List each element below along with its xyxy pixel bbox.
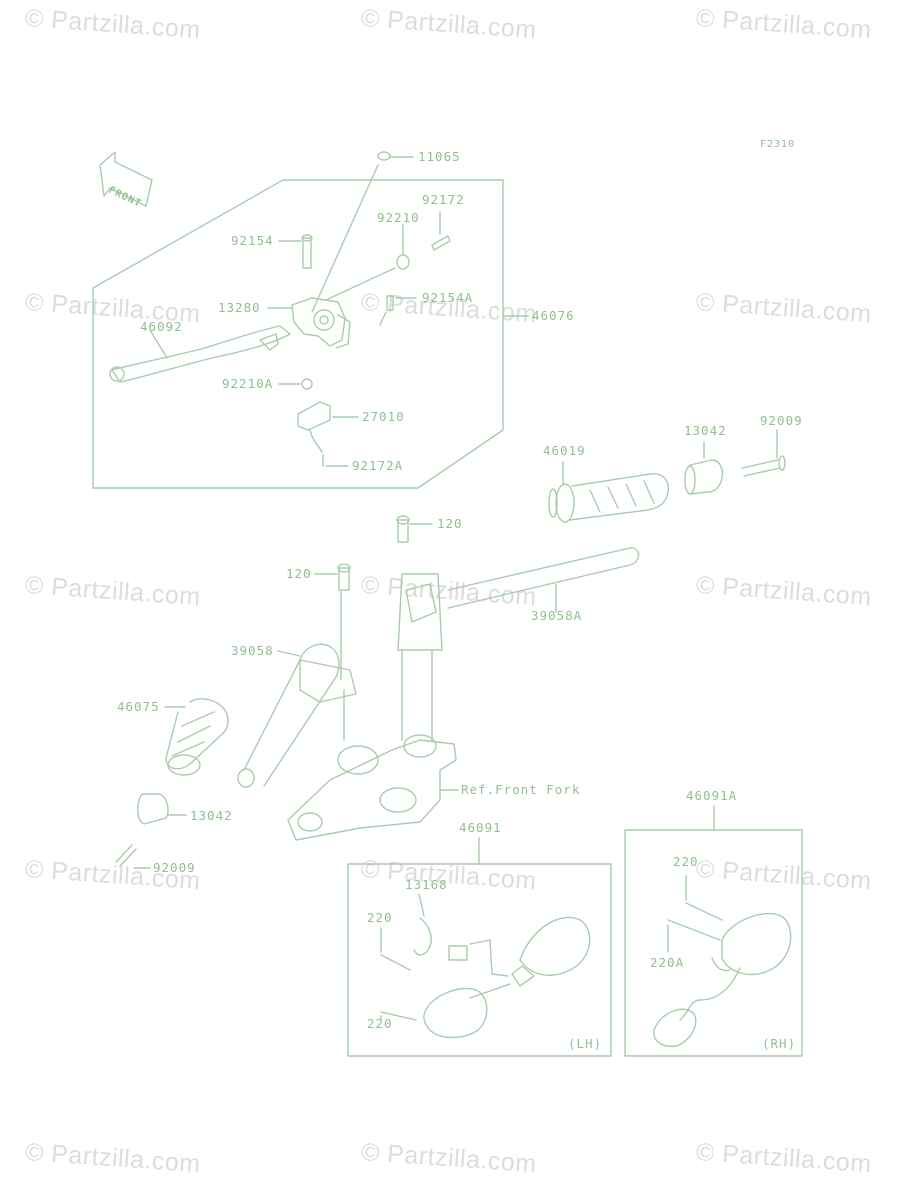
part-label-92210a: 92210A	[222, 376, 273, 391]
rh-switch-box	[624, 829, 803, 1057]
part-label-92154: 92154	[231, 233, 274, 248]
part-label-46076: 46076	[532, 308, 575, 323]
part-label-39058: 39058	[231, 643, 274, 658]
part-label-220-lh-top: 220	[367, 910, 393, 925]
front-arrow-label: FRONT	[107, 185, 143, 210]
lever-assembly-outline	[92, 179, 504, 489]
part-label-220-rh: 220	[673, 854, 699, 869]
part-label-92210: 92210	[377, 210, 420, 225]
part-label-13168: 13168	[405, 877, 448, 892]
part-label-13042-bottom: 13042	[190, 808, 233, 823]
part-label-46019: 46019	[543, 443, 586, 458]
part-label-92009-bottom: 92009	[153, 860, 196, 875]
part-label-220-lh-bottom: 220	[367, 1016, 393, 1031]
part-label-120-top: 120	[437, 516, 463, 531]
part-label-92172: 92172	[422, 192, 465, 207]
box-label-lh: (LH)	[568, 1036, 602, 1051]
figure-code: F2310	[760, 139, 795, 150]
front-arrow-icon	[99, 151, 153, 207]
part-label-120-left: 120	[286, 566, 312, 581]
part-label-39058a: 39058A	[531, 608, 582, 623]
part-label-27010: 27010	[362, 409, 405, 424]
part-label-46092: 46092	[140, 319, 183, 334]
part-label-11065: 11065	[418, 149, 461, 164]
part-label-220a: 220A	[650, 955, 684, 970]
ref-front-fork-label: Ref.Front Fork	[461, 782, 580, 797]
part-label-13042-top: 13042	[684, 423, 727, 438]
part-label-92009-top: 92009	[760, 413, 803, 428]
part-label-13280: 13280	[218, 300, 261, 315]
box-label-rh: (RH)	[762, 1036, 796, 1051]
part-label-46075: 46075	[117, 699, 160, 714]
part-label-46091: 46091	[459, 820, 502, 835]
part-label-92172a: 92172A	[352, 458, 403, 473]
part-label-46091a: 46091A	[686, 788, 737, 803]
part-label-92154a: 92154A	[422, 290, 473, 305]
